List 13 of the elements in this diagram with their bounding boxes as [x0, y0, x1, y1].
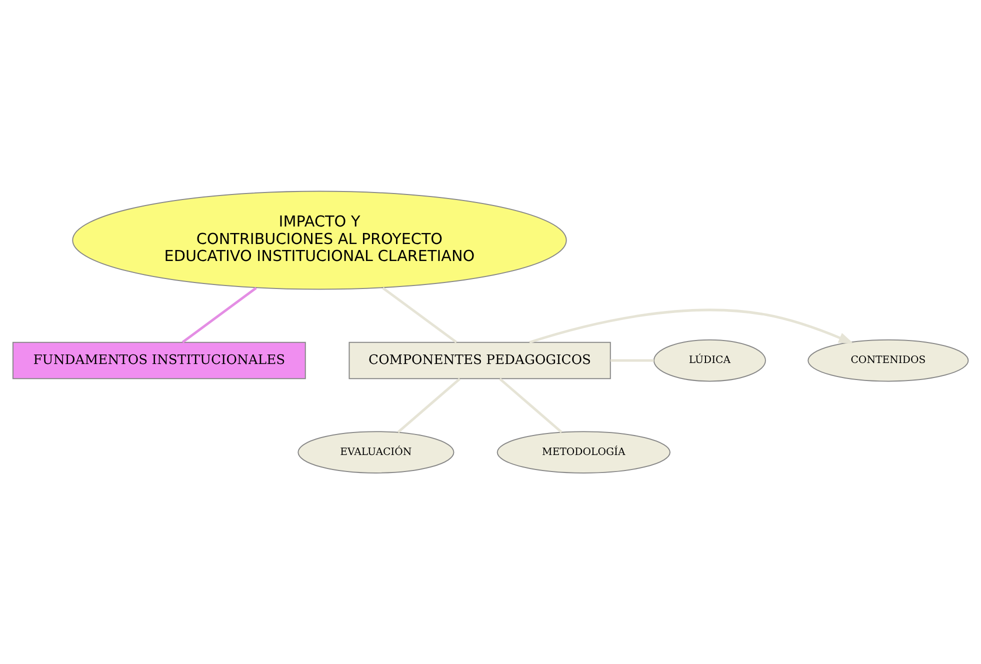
- node-box: FUNDAMENTOS INSTITUCIONALES: [12, 342, 306, 380]
- connector: [182, 286, 257, 344]
- node-ellipse: CONTENIDOS: [808, 339, 969, 382]
- connector: [499, 378, 562, 434]
- connector: [610, 359, 654, 362]
- connector: [382, 286, 458, 344]
- node-ellipse: METODOLOGÍA: [496, 431, 670, 474]
- node-ellipse: EVALUACIÓN: [298, 431, 454, 474]
- node-box: COMPONENTES PEDAGOGICOS: [348, 342, 611, 380]
- connector: [397, 378, 461, 434]
- node-ellipse: IMPACTO Y CONTRIBUCIONES AL PROYECTO EDUCATIVO INSTITUCIONAL CLARETIANO: [72, 190, 567, 290]
- arrow: [529, 308, 854, 344]
- node-ellipse: LÚDICA: [653, 339, 766, 382]
